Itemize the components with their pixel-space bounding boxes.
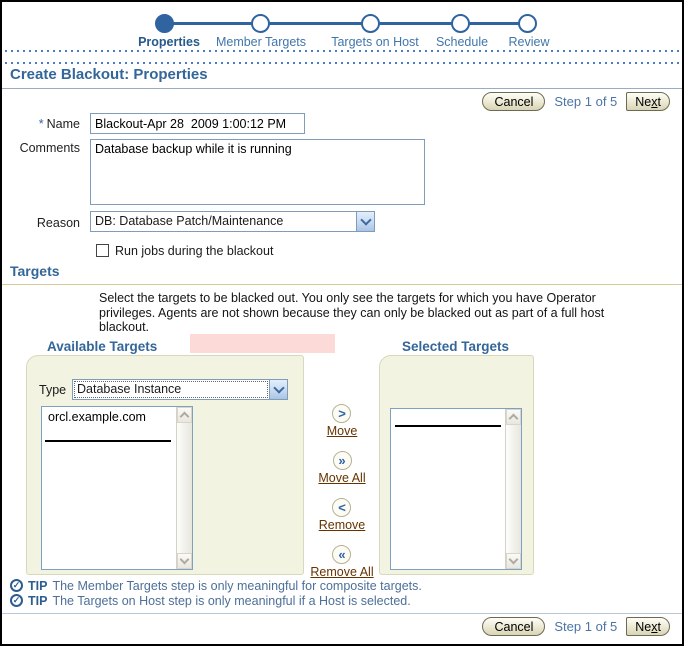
remove-all-label[interactable]: Remove All	[310, 565, 374, 579]
dotted-separator-bottom	[5, 62, 679, 64]
name-input[interactable]	[90, 113, 305, 134]
move-icon: >	[332, 404, 352, 423]
targets-section-title: Targets	[10, 263, 60, 279]
move-button[interactable]: > Move	[326, 404, 358, 438]
next-label-pre: Ne	[635, 94, 652, 109]
scroll-down-button[interactable]	[506, 553, 521, 569]
list-separator	[395, 425, 501, 427]
reason-label: Reason	[36, 216, 80, 230]
step-circle-properties[interactable]	[155, 14, 174, 33]
tip-targets-on-host: ✓ TIP The Targets on Host step is only m…	[10, 593, 411, 608]
step-circle-member-targets[interactable]	[251, 14, 270, 33]
title-rule	[2, 88, 682, 89]
targets-description: Select the targets to be blacked out. Yo…	[99, 291, 605, 334]
reason-select-value: DB: Database Patch/Maintenance	[95, 214, 284, 228]
step-circle-review[interactable]	[518, 14, 537, 33]
dotted-separator-top	[5, 50, 679, 52]
move-all-icon: »	[332, 451, 352, 470]
run-jobs-checkbox[interactable]	[96, 244, 109, 257]
selected-scrollbar[interactable]	[505, 409, 521, 569]
list-separator	[45, 440, 171, 442]
comments-label: Comments	[19, 141, 80, 155]
type-select[interactable]: Database Instance	[72, 379, 288, 400]
step-indicator: Step 1 of 5	[554, 94, 618, 109]
scrollbar-track[interactable]	[177, 423, 192, 553]
next-label-accel: x	[651, 94, 658, 109]
step-label-review[interactable]: Review	[508, 35, 550, 49]
step-circle-schedule[interactable]	[451, 14, 470, 33]
type-select-arrow[interactable]	[269, 380, 287, 399]
step-label-targets-on-host[interactable]: Targets on Host	[331, 35, 419, 49]
remove-all-icon: «	[332, 545, 352, 564]
targets-rule	[2, 284, 682, 285]
scroll-up-button[interactable]	[177, 407, 192, 423]
arrow-up-icon	[179, 411, 190, 422]
selected-targets-listbox[interactable]	[390, 408, 522, 570]
step-indicator: Step 1 of 5	[554, 619, 618, 634]
arrow-down-icon	[508, 554, 519, 565]
tip-prefix: TIP	[28, 578, 48, 593]
list-item[interactable]: orcl.example.com	[48, 410, 146, 424]
name-label: *Name	[2, 117, 80, 131]
step-circle-targets-on-host[interactable]	[361, 14, 380, 33]
tip-text: The Targets on Host step is only meaning…	[52, 593, 411, 608]
required-asterisk: *	[38, 117, 44, 131]
bottom-rule	[2, 613, 682, 614]
remove-icon: <	[332, 498, 352, 517]
reason-select-arrow[interactable]	[356, 212, 374, 231]
step-label-schedule[interactable]: Schedule	[435, 35, 489, 49]
tip-check-icon: ✓	[10, 579, 23, 592]
next-label-post: t	[657, 619, 661, 634]
next-label-accel: x	[651, 619, 658, 634]
move-label[interactable]: Move	[326, 424, 358, 438]
reason-select[interactable]: DB: Database Patch/Maintenance	[90, 211, 375, 232]
type-label: Type	[39, 383, 67, 397]
shuttle-controls: > Move » Move All < Remove « Remove All	[308, 404, 376, 579]
cancel-button[interactable]: Cancel	[482, 617, 546, 636]
train-connector-line	[165, 22, 528, 25]
chevron-down-icon	[359, 214, 372, 226]
name-label-text: Name	[46, 117, 80, 131]
run-jobs-label: Run jobs during the blackout	[115, 244, 274, 258]
arrow-up-icon	[508, 413, 519, 424]
scroll-down-button[interactable]	[177, 553, 192, 569]
cancel-button[interactable]: Cancel	[482, 92, 546, 111]
available-scrollbar[interactable]	[176, 407, 192, 569]
available-targets-listbox[interactable]: orcl.example.com	[41, 406, 193, 570]
page-title: Create Blackout: Properties	[10, 66, 208, 83]
move-all-button[interactable]: » Move All	[318, 451, 366, 485]
next-label-post: t	[657, 94, 661, 109]
next-label-pre: Ne	[635, 619, 652, 634]
tip-prefix: TIP	[28, 593, 48, 608]
remove-all-button[interactable]: « Remove All	[310, 545, 374, 579]
scrollbar-track[interactable]	[506, 425, 521, 553]
move-all-label[interactable]: Move All	[318, 471, 366, 485]
tip-member-targets: ✓ TIP The Member Targets step is only me…	[10, 578, 422, 593]
tip-check-icon: ✓	[10, 594, 23, 607]
remove-button[interactable]: < Remove	[318, 498, 366, 532]
arrow-down-icon	[179, 554, 190, 565]
tip-text: The Member Targets step is only meaningf…	[52, 578, 422, 593]
step-label-member-targets[interactable]: Member Targets	[215, 35, 307, 49]
remove-label[interactable]: Remove	[318, 518, 366, 532]
highlight-box	[190, 334, 335, 353]
scroll-up-button[interactable]	[506, 409, 521, 425]
type-select-value: Database Instance	[73, 380, 269, 399]
selected-targets-title: Selected Targets	[402, 339, 510, 354]
chevron-down-icon	[272, 382, 285, 394]
comments-textarea[interactable]: Database backup while it is running	[90, 139, 425, 205]
available-targets-title: Available Targets	[47, 339, 158, 354]
step-label-properties: Properties	[138, 35, 200, 49]
